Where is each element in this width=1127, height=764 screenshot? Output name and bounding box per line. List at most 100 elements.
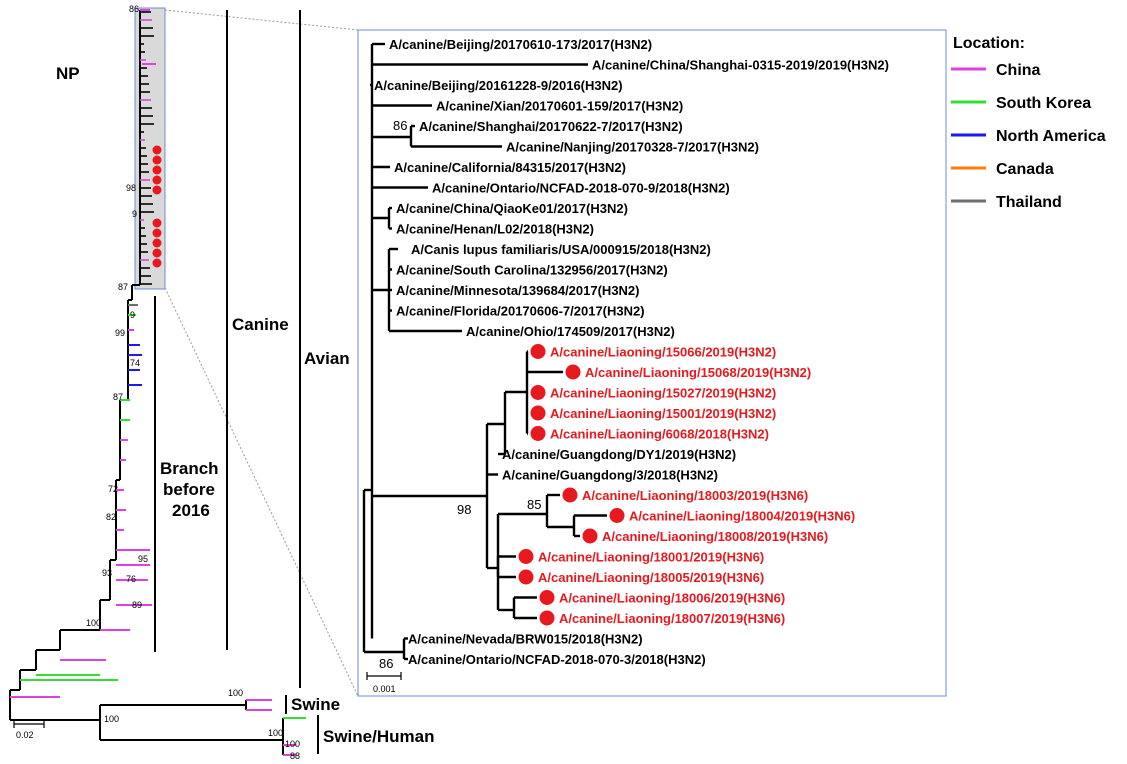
taxon-label: A/canine/Ohio/174509/2017(H3N2) — [466, 324, 675, 339]
main-highlight-dot — [152, 185, 162, 195]
main-bootstrap-label: 95 — [138, 554, 148, 564]
main-bootstrap-label: 100 — [285, 739, 300, 749]
taxon-label: A/canine/China/QiaoKe01/2017(H3N2) — [396, 201, 628, 216]
taxon-label: A/canine/China/Shanghai-0315-2019/2019(H… — [592, 58, 889, 73]
inset-bootstrap-label: 85 — [527, 497, 541, 512]
main-tree — [9, 7, 359, 756]
taxon-label: A/canine/Liaoning/15001/2019(H3N2) — [550, 406, 776, 421]
main-highlight-dot — [152, 145, 162, 155]
main-bootstrap-label: 9 — [130, 310, 135, 320]
taxon-label: A/canine/Beijing/20170610-173/2017(H3N2) — [389, 37, 652, 52]
highlight-dot — [530, 385, 546, 400]
canine-label: Canine — [232, 315, 289, 334]
main-bootstrap-values: 8698987999748772829576899310010010010010… — [86, 4, 300, 761]
taxon-label: A/canine/Liaoning/6068/2018(H3N2) — [550, 427, 769, 442]
taxon-label: A/canine/Beijing/20161228-9/2016(H3N2) — [374, 78, 623, 93]
branch-before-line1: Branch — [160, 459, 219, 478]
main-highlight-dot — [152, 165, 162, 175]
main-bootstrap-label: 99 — [115, 328, 125, 338]
highlight-dot — [582, 528, 598, 544]
main-highlight-dot — [152, 258, 162, 268]
inset-tree — [362, 42, 607, 680]
main-bootstrap-label: 76 — [126, 574, 136, 584]
main-bootstrap-label: 87 — [113, 392, 123, 402]
taxon-label: A/canine/Minnesota/139684/2017(H3N2) — [396, 283, 640, 298]
taxon-label: A/canine/Liaoning/15027/2019(H3N2) — [550, 386, 776, 401]
taxon-label: A/canine/Liaoning/15068/2019(H3N2) — [585, 365, 811, 380]
main-bootstrap-label: 100 — [104, 714, 119, 724]
main-highlight-dot — [152, 238, 162, 248]
inset-guide-line — [164, 9, 359, 31]
avian-label: Avian — [304, 349, 350, 368]
taxon-label: A/canine/California/84315/2017(H3N2) — [394, 160, 626, 175]
taxon-label: A/canine/Liaoning/15066/2019(H3N2) — [550, 345, 776, 360]
taxon-label: A/canine/Henan/L02/2018(H3N2) — [396, 222, 594, 237]
main-bootstrap-label: 100 — [228, 688, 243, 698]
highlight-dot — [530, 344, 546, 359]
legend-title: Location: — [953, 35, 1025, 52]
taxon-label: A/canine/Liaoning/18006/2019(H3N6) — [559, 591, 785, 606]
branch-before-line3: 2016 — [172, 501, 210, 520]
taxon-label: A/canine/Liaoning/18007/2019(H3N6) — [559, 611, 785, 626]
taxon-label: A/canine/Liaoning/18003/2019(H3N6) — [582, 488, 808, 503]
taxon-label: A/canine/Nevada/BRW015/2018(H3N2) — [408, 632, 643, 647]
gene-label: NP — [56, 64, 80, 83]
legend-label: Thailand — [996, 194, 1062, 211]
highlight-dot — [539, 610, 555, 626]
taxon-label: A/canine/Shanghai/20170622-7/2017(H3N2) — [419, 119, 683, 134]
highlight-dot — [530, 426, 546, 441]
taxon-label: A/canine/Ontario/NCFAD-2018-070-3/2018(H… — [408, 652, 706, 667]
main-bootstrap-label: 87 — [118, 282, 128, 292]
highlight-dot — [518, 569, 534, 585]
legend-label: Canada — [996, 161, 1054, 178]
main-bootstrap-label: 72 — [108, 484, 118, 494]
taxon-label: A/canine/Nanjing/20170328-7/2017(H3N2) — [506, 140, 759, 155]
swine-label: Swine — [291, 695, 340, 714]
inset-bootstrap-label: 86 — [393, 118, 407, 133]
highlight-dot — [518, 549, 534, 564]
main-highlight-dot — [152, 175, 162, 185]
branch-before-line2: before — [163, 480, 215, 499]
legend-label: South Korea — [996, 95, 1091, 112]
swine-human-label: Swine/Human — [323, 727, 434, 746]
inset-guide-line — [164, 287, 359, 697]
taxon-label: A/canine/Liaoning/18008/2019(H3N6) — [602, 529, 828, 544]
taxon-label: A/canine/Ontario/NCFAD-2018-070-9/2018(H… — [432, 181, 730, 196]
taxon-label: A/canine/Guangdong/DY1/2019(H3N2) — [502, 447, 736, 462]
main-highlight-dot — [152, 218, 162, 228]
main-bootstrap-label: 100 — [268, 728, 283, 738]
main-scale-label: 0.02 — [16, 730, 34, 740]
inset-bootstrap-label: 86 — [379, 656, 393, 671]
main-bootstrap-label: 9 — [132, 209, 137, 219]
main-highlight-dot — [152, 228, 162, 238]
main-highlight-dot — [152, 248, 162, 258]
highlight-dot — [609, 508, 625, 523]
taxon-label: A/canine/Liaoning/18001/2019(H3N6) — [538, 550, 764, 565]
inset-frame — [357, 29, 947, 697]
inset-scale-label: 0.001 — [373, 684, 396, 694]
main-bootstrap-label: 86 — [129, 4, 139, 14]
taxon-label: A/canine/Florida/20170606-7/2017(H3N2) — [396, 304, 645, 319]
inset-bootstrap-values: 86 85 98 86 — [379, 118, 541, 671]
taxon-label: A/canine/Liaoning/18005/2019(H3N6) — [538, 570, 764, 585]
highlight-dot — [539, 590, 555, 605]
taxon-label: A/Canis lupus familiaris/USA/000915/2018… — [411, 242, 711, 257]
main-bootstrap-label: 88 — [290, 751, 300, 761]
highlight-dot — [565, 364, 581, 380]
main-bootstrap-label: 82 — [106, 512, 116, 522]
highlight-dot — [530, 405, 546, 421]
main-bootstrap-label: 93 — [102, 568, 112, 578]
legend-label: North America — [996, 128, 1106, 145]
taxon-label: A/canine/South Carolina/132956/2017(H3N2… — [396, 263, 668, 278]
main-bootstrap-label: 98 — [126, 183, 136, 193]
taxon-label: A/canine/Guangdong/3/2018(H3N2) — [502, 468, 718, 483]
taxon-label: A/canine/Xian/20170601-159/2017(H3N2) — [436, 99, 683, 114]
inset-bootstrap-label: 98 — [457, 502, 471, 517]
inset-taxa-labels: A/canine/Beijing/20170610-173/2017(H3N2)… — [374, 37, 889, 667]
taxon-label: A/canine/Liaoning/18004/2019(H3N6) — [629, 509, 855, 524]
main-bootstrap-label: 89 — [132, 600, 142, 610]
main-bootstrap-label: 74 — [130, 358, 140, 368]
main-highlight-dot — [152, 155, 162, 165]
